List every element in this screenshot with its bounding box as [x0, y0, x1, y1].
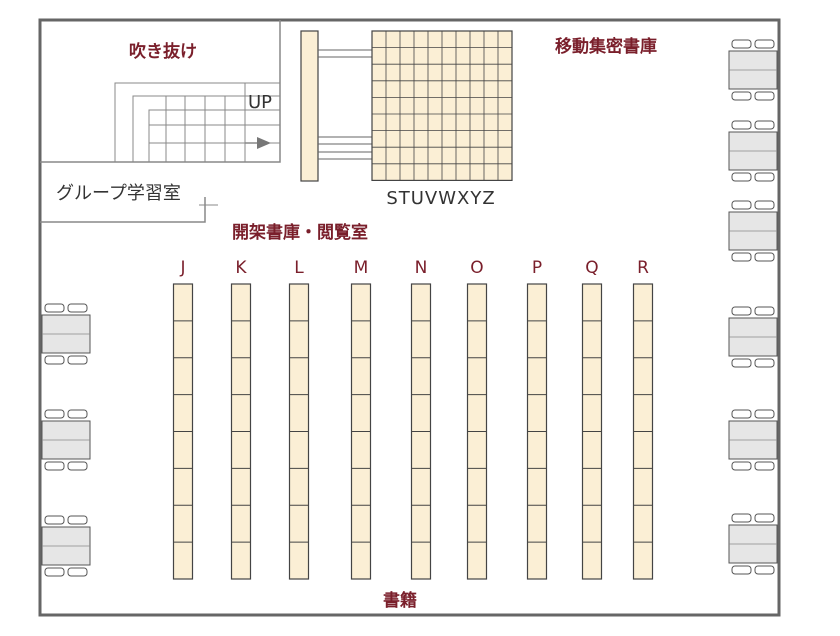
desk-left-3: [41, 515, 91, 577]
shelf-label-j: J: [179, 258, 185, 278]
arrow-right-icon: [257, 137, 271, 149]
outer-wall: [38, 18, 781, 617]
shelf-label-k: K: [235, 258, 247, 278]
desk-right-5: [728, 409, 778, 471]
mobile-stacks-letters: STUVWXYZ: [386, 188, 495, 209]
shelf-o: O: [466, 258, 488, 580]
desk-right-2: [728, 120, 778, 182]
desk-left-2: [41, 409, 91, 471]
shelf-label-o: O: [470, 258, 483, 278]
shelf-m: M: [350, 258, 372, 580]
shelf-q: Q: [581, 258, 603, 580]
shelf-label-r: R: [637, 258, 649, 278]
atrium-label: 吹き抜け: [129, 41, 197, 62]
open-stacks-label: 開架書庫・閲覧室: [232, 222, 368, 243]
desk-right-4: [728, 306, 778, 368]
desk-left-1: [41, 303, 91, 365]
shelf-label-q: Q: [585, 258, 598, 278]
atrium-area: [40, 20, 281, 163]
shelf-label-m: M: [354, 258, 369, 278]
shelf-label-l: L: [294, 258, 304, 278]
group-study-room-label: グループ学習室: [56, 183, 181, 204]
books-label: 書籍: [383, 590, 417, 611]
shelf-k: K: [230, 258, 252, 580]
mobile-stacks-grid: [371, 30, 513, 181]
shelf-row-group: J K L M N O P Q R: [172, 258, 654, 580]
shelf-p: P: [526, 258, 548, 580]
mobile-stacks-connectors: [318, 49, 372, 160]
mobile-stacks-label: 移動集密書庫: [555, 36, 657, 57]
shelf-l: L: [288, 258, 310, 580]
shelf-label-n: N: [415, 258, 428, 278]
shelf-j: J: [172, 258, 194, 580]
desk-group: [41, 39, 778, 577]
mobile-stacks-rail: [300, 30, 319, 182]
shelf-label-p: P: [532, 258, 542, 278]
shelf-n: N: [410, 258, 432, 580]
desk-right-1: [728, 39, 778, 101]
up-label: UP: [248, 92, 272, 113]
shelf-r: R: [632, 258, 654, 580]
desk-right-6: [728, 513, 778, 575]
desk-right-3: [728, 200, 778, 262]
